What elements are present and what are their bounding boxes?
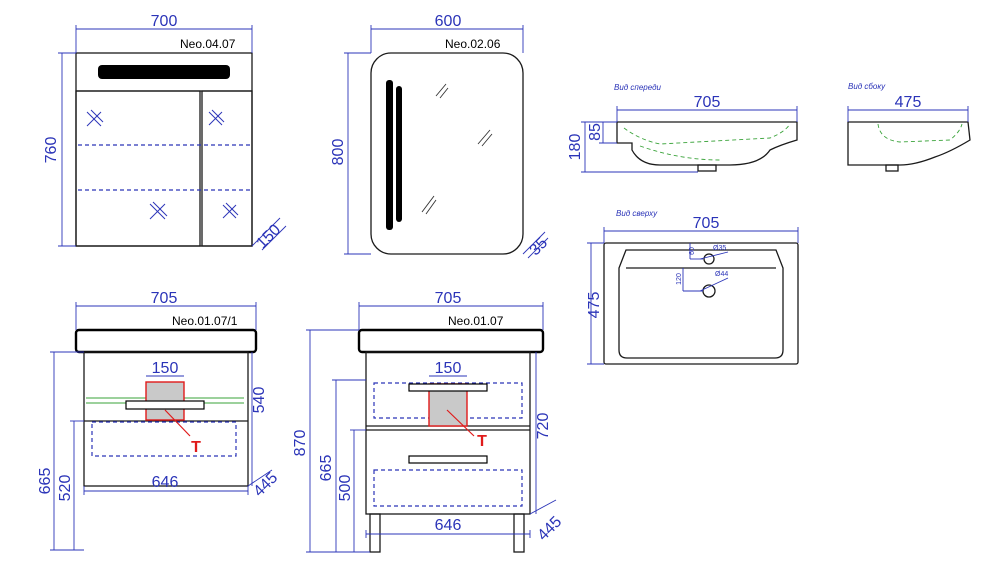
basin-side-drawing: [847, 106, 971, 172]
basin-drain-hole-diameter: Ø44: [715, 271, 728, 278]
mirror-cabinet-model: Neo.04.07: [180, 37, 236, 51]
floor-vanity-model: Neo.01.07: [448, 314, 504, 328]
mirror-width: 600: [435, 13, 462, 30]
mirror-model: Neo.02.06: [445, 37, 501, 51]
wall-vanity-body-width: 646: [152, 474, 179, 491]
basin-top-depth: 475: [586, 292, 603, 319]
floor-vanity-siphon-marker: T: [477, 433, 487, 450]
floor-vanity-siphon-cutout: 150: [435, 360, 462, 377]
floor-vanity-body-width: 646: [435, 517, 462, 534]
floor-vanity-depth: 445: [534, 513, 565, 544]
basin-top-drawing: [587, 227, 799, 365]
mirror-cabinet-depth: 150: [253, 221, 284, 252]
basin-drain-offset: 120: [676, 273, 683, 285]
mirror-cabinet-height: 760: [43, 137, 60, 164]
basin-side-depth: 475: [895, 94, 922, 111]
basin-tap-offset: 60: [689, 247, 696, 255]
basin-front-rim: 85: [587, 123, 604, 141]
floor-vanity-drawer-height: 500: [337, 475, 354, 502]
basin-top-view-label: Вид сверху: [616, 209, 658, 218]
basin-front-height: 180: [567, 134, 584, 161]
mirror-cabinet-width: 700: [151, 13, 178, 30]
wall-vanity-install-height: 665: [37, 468, 54, 495]
basin-side-view-label: Вид сбоку: [848, 82, 886, 91]
mirror-cabinet-drawing: [58, 25, 287, 251]
floor-vanity-install-height: 665: [318, 455, 335, 482]
mirror-height: 800: [330, 139, 347, 166]
wall-vanity-siphon-cutout: 150: [152, 360, 179, 377]
floor-vanity-top-width: 705: [435, 290, 462, 307]
basin-tap-hole-diameter: Ø35: [713, 245, 726, 252]
basin-front-width: 705: [694, 94, 721, 111]
wall-vanity-drawing: [50, 302, 273, 551]
basin-front-view-label: Вид спереди: [614, 83, 662, 92]
wall-vanity-model: Neo.01.07/1: [172, 314, 238, 328]
mirror-drawing: [344, 25, 549, 259]
floor-vanity-drawing: [306, 302, 557, 553]
wall-vanity-depth: 445: [250, 469, 281, 500]
basin-front-drawing: [581, 106, 798, 173]
floor-vanity-total-height: 870: [292, 430, 309, 457]
wall-vanity-siphon-marker: T: [191, 439, 201, 456]
basin-top-width: 705: [693, 215, 720, 232]
wall-vanity-bottom-height: 520: [57, 475, 74, 502]
wall-vanity-top-width: 705: [151, 290, 178, 307]
wall-vanity-body-height: 540: [251, 387, 268, 414]
floor-vanity-body-height: 720: [535, 413, 552, 440]
